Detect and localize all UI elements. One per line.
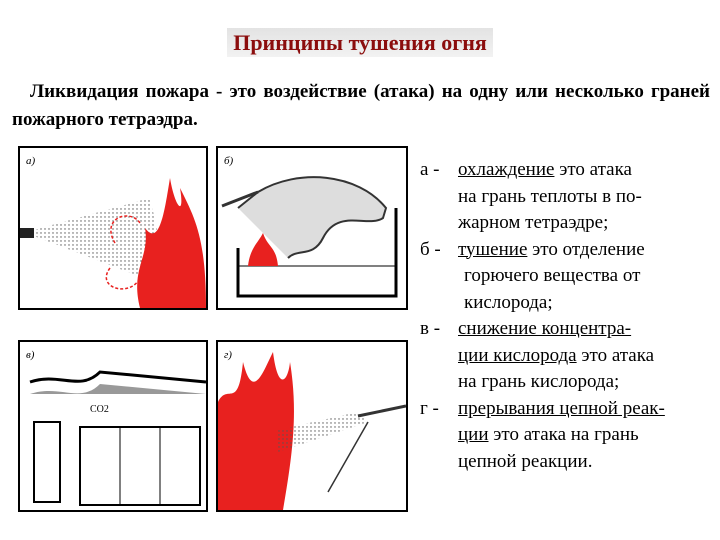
intro-paragraph: Ликвидация пожара - это воздействие (ата… — [12, 81, 710, 130]
chain-interruption-drawing: г) — [218, 349, 406, 510]
page-title: Принципы тушения огня — [0, 28, 720, 57]
illustration-oxygen-reduction: в) CO2 — [18, 340, 208, 512]
cooling-drawing: а) — [20, 155, 206, 308]
illustration-chain-interruption: г) — [216, 340, 408, 512]
co2-label: CO2 — [90, 404, 109, 415]
panel-label-b: б) — [224, 155, 234, 167]
definitions-list: а - охлаждение это атака на грань теплот… — [420, 157, 716, 475]
oxygen-reduction-drawing: в) CO2 — [26, 349, 206, 506]
list-item-g: г - прерывания цепной реак- ции это атак… — [420, 397, 665, 472]
smothering-drawing: б) — [221, 155, 398, 298]
panel-label-g: г) — [224, 349, 232, 361]
illustration-cooling: а) — [18, 146, 208, 310]
list-item-v: в - снижение концентра- ции кислорода эт… — [420, 318, 655, 392]
panel-label-a: а) — [26, 155, 36, 167]
list-item-b: б - тушение это отделение горючего вещес… — [420, 238, 645, 313]
illustration-smothering: б) — [216, 146, 408, 310]
panel-label-v: в) — [26, 349, 35, 361]
list-item-a: а - охлаждение это атака на грань теплот… — [420, 159, 642, 233]
